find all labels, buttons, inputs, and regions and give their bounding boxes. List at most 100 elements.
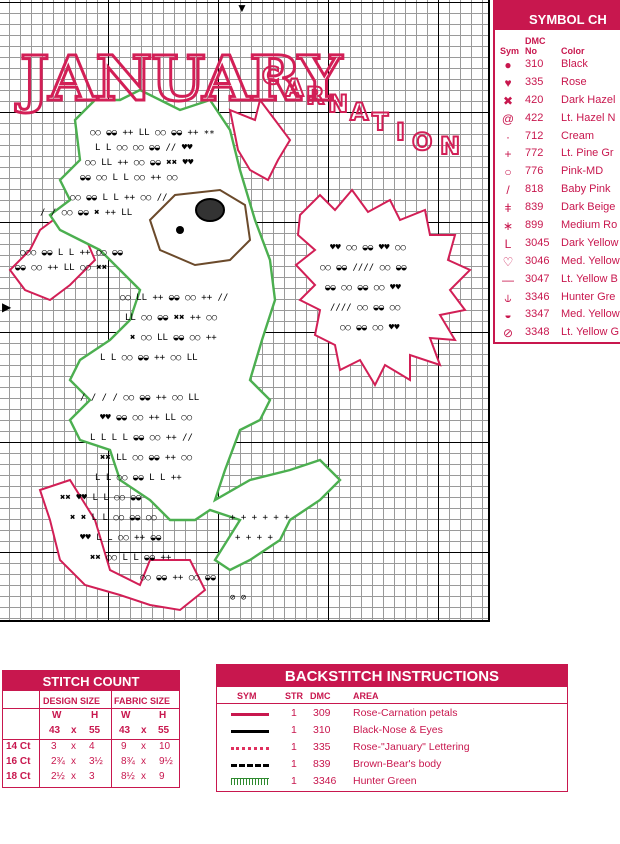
svg-text:○○○ ◒◒ L L ++ ○○ ◒◒: ○○○ ◒◒ L L ++ ○○ ◒◒ (20, 248, 124, 258)
symbol-glyph: · (506, 129, 510, 144)
symbol-glyph: @ (501, 111, 515, 126)
design-h: 55 (89, 725, 101, 736)
x-sep: x (141, 725, 147, 736)
symbol-glyph: ∗ (502, 219, 514, 234)
svg-text:N: N (440, 132, 460, 160)
svg-text:I: I (396, 118, 405, 146)
svg-text:L L ○○ ◒◒ L L ++: L L ○○ ◒◒ L L ++ (95, 473, 182, 483)
backstitch-columns: SYM STR DMC AREA (217, 687, 567, 704)
dmc-number: 839 (525, 201, 544, 214)
design-w: 43 (49, 725, 61, 736)
dmc-number: 335 (313, 741, 331, 753)
color-name: Rose (561, 75, 587, 88)
backstitch-panel: BACKSTITCH INSTRUCTIONS SYM STR DMC AREA… (216, 664, 568, 792)
symbol-glyph: ✖ (502, 93, 514, 108)
fabric-h: 10 (159, 741, 171, 752)
stitch-count-panel: STITCH COUNT DESIGN SIZE FABRIC SIZE W H… (2, 670, 180, 788)
svg-text:✖✖ ○○ L L ◒◒ ++: ✖✖ ○○ L L ◒◒ ++ (90, 553, 172, 563)
stitch-count-wh: W H W H (3, 709, 179, 724)
svg-text:◒◒ ○○ ◒◒ ○○ ♥♥: ◒◒ ○○ ◒◒ ○○ ♥♥ (325, 283, 401, 293)
strand-count: 1 (291, 741, 297, 753)
x-sep: x (141, 741, 146, 752)
center-arrow-top: ▼ (236, 1, 248, 15)
svg-text:○○ ◒◒ ++ ○○ ◒◒: ○○ ◒◒ ++ ○○ ◒◒ (140, 573, 216, 583)
count-label: 16 Ct (6, 756, 31, 767)
dmc-number: 3346 (525, 290, 550, 303)
color-name: Medium Ro (561, 219, 618, 232)
symbol-glyph: L (504, 236, 512, 251)
symbol-row: ✖ 420 Dark Hazel (495, 92, 620, 110)
fabric-w: 9 (121, 741, 127, 752)
symbol-glyph: ● (504, 58, 512, 72)
svg-text:+ + + +: + + + + (235, 533, 274, 543)
title-carnation-art: C A R N A T I O N (261, 61, 461, 161)
svg-text://// ○○ ◒◒ ○○: //// ○○ ◒◒ ○○ (330, 303, 401, 313)
svg-text:♥♥ ○○ ◒◒ ♥♥ ○○: ♥♥ ○○ ◒◒ ♥♥ ○○ (330, 243, 406, 253)
svg-text:✖✖ ♥♥ L L ○○ ◒◒: ✖✖ ♥♥ L L ○○ ◒◒ (60, 493, 142, 503)
svg-text:L L ○○ ◒◒ ++ ○○ LL: L L ○○ ◒◒ ++ ○○ LL (100, 353, 198, 363)
stitch-count-heading: STITCH COUNT (3, 671, 179, 691)
color-name: Lt. Pine Gr (561, 147, 614, 160)
dmc-number: 422 (525, 111, 544, 124)
count-label: 14 Ct (6, 741, 31, 752)
dmc-number: 3045 (525, 236, 550, 249)
symbol-glyph: ǂ (504, 201, 512, 216)
x-sep: x (71, 725, 77, 736)
color-name: Med. Yellow (561, 254, 620, 267)
line-sample-icon (231, 730, 269, 733)
color-name: Black (561, 58, 588, 70)
symbol-glyph: — (502, 272, 514, 287)
svg-text:○○ ◒◒ //// ○○ ◒◒: ○○ ◒◒ //// ○○ ◒◒ (320, 263, 407, 273)
design-h: 3½ (89, 756, 103, 767)
svg-text:○○ ◒◒ ++ LL ○○ ◒◒ ++ ∗∗: ○○ ◒◒ ++ LL ○○ ◒◒ ++ ∗∗ (90, 128, 215, 138)
design-h: 3 (89, 771, 95, 782)
area-label: Hunter Green (353, 775, 417, 787)
color-name: Med. Yellow (561, 308, 620, 321)
color-name: Pink-MD (561, 165, 604, 178)
dmc-number: 335 (525, 75, 544, 88)
fabric-w: 8¾ (121, 756, 135, 767)
stitch-count-size: 43 x 55 43 x 55 (3, 724, 179, 740)
svg-text:L L L L ◒◒ ○○ ++ //: L L L L ◒◒ ○○ ++ // (90, 433, 193, 443)
fabric-w: 8½ (121, 771, 135, 782)
w-label: W (52, 710, 62, 721)
fabric-h: 9 (159, 771, 165, 782)
design-h: 4 (89, 741, 95, 752)
color-name: Baby Pink (561, 183, 611, 196)
dmc-number: 420 (525, 93, 544, 106)
dmc-number: 772 (525, 147, 544, 160)
col-color: Color (561, 46, 585, 56)
x-sep: x (71, 756, 76, 767)
stitch-texture: ○○ ◒◒ ++ LL ○○ ◒◒ ++ ∗∗ L L ○○ ○○ ◒◒ // … (15, 128, 407, 603)
svg-text:LL ○○ ◒◒ ✖✖ ++ ○○: LL ○○ ◒◒ ✖✖ ++ ○○ (125, 313, 218, 323)
w-label: W (121, 710, 131, 721)
x-sep: x (141, 771, 146, 782)
bear-head (148, 188, 252, 267)
svg-text:○○ LL ++ ◒◒ ○○ ++ //: ○○ LL ++ ◒◒ ○○ ++ // (120, 293, 228, 303)
dmc-number: 3348 (525, 326, 550, 339)
dmc-number: 899 (525, 219, 544, 232)
line-sample-icon (231, 747, 269, 750)
col-dmc: DMC (310, 691, 331, 701)
svg-text:⊘ ⊘: ⊘ ⊘ (230, 593, 246, 603)
col-sym: Sym (500, 46, 520, 56)
color-name: Dark Hazel (561, 93, 616, 106)
design-w: 2½ (51, 771, 65, 782)
fabric-h: 55 (158, 725, 170, 736)
svg-text:/ / / / ○○ ◒◒ ++ ○○ LL: / / / / ○○ ◒◒ ++ ○○ LL (80, 393, 199, 403)
area-label: Rose-Carnation petals (353, 707, 458, 719)
